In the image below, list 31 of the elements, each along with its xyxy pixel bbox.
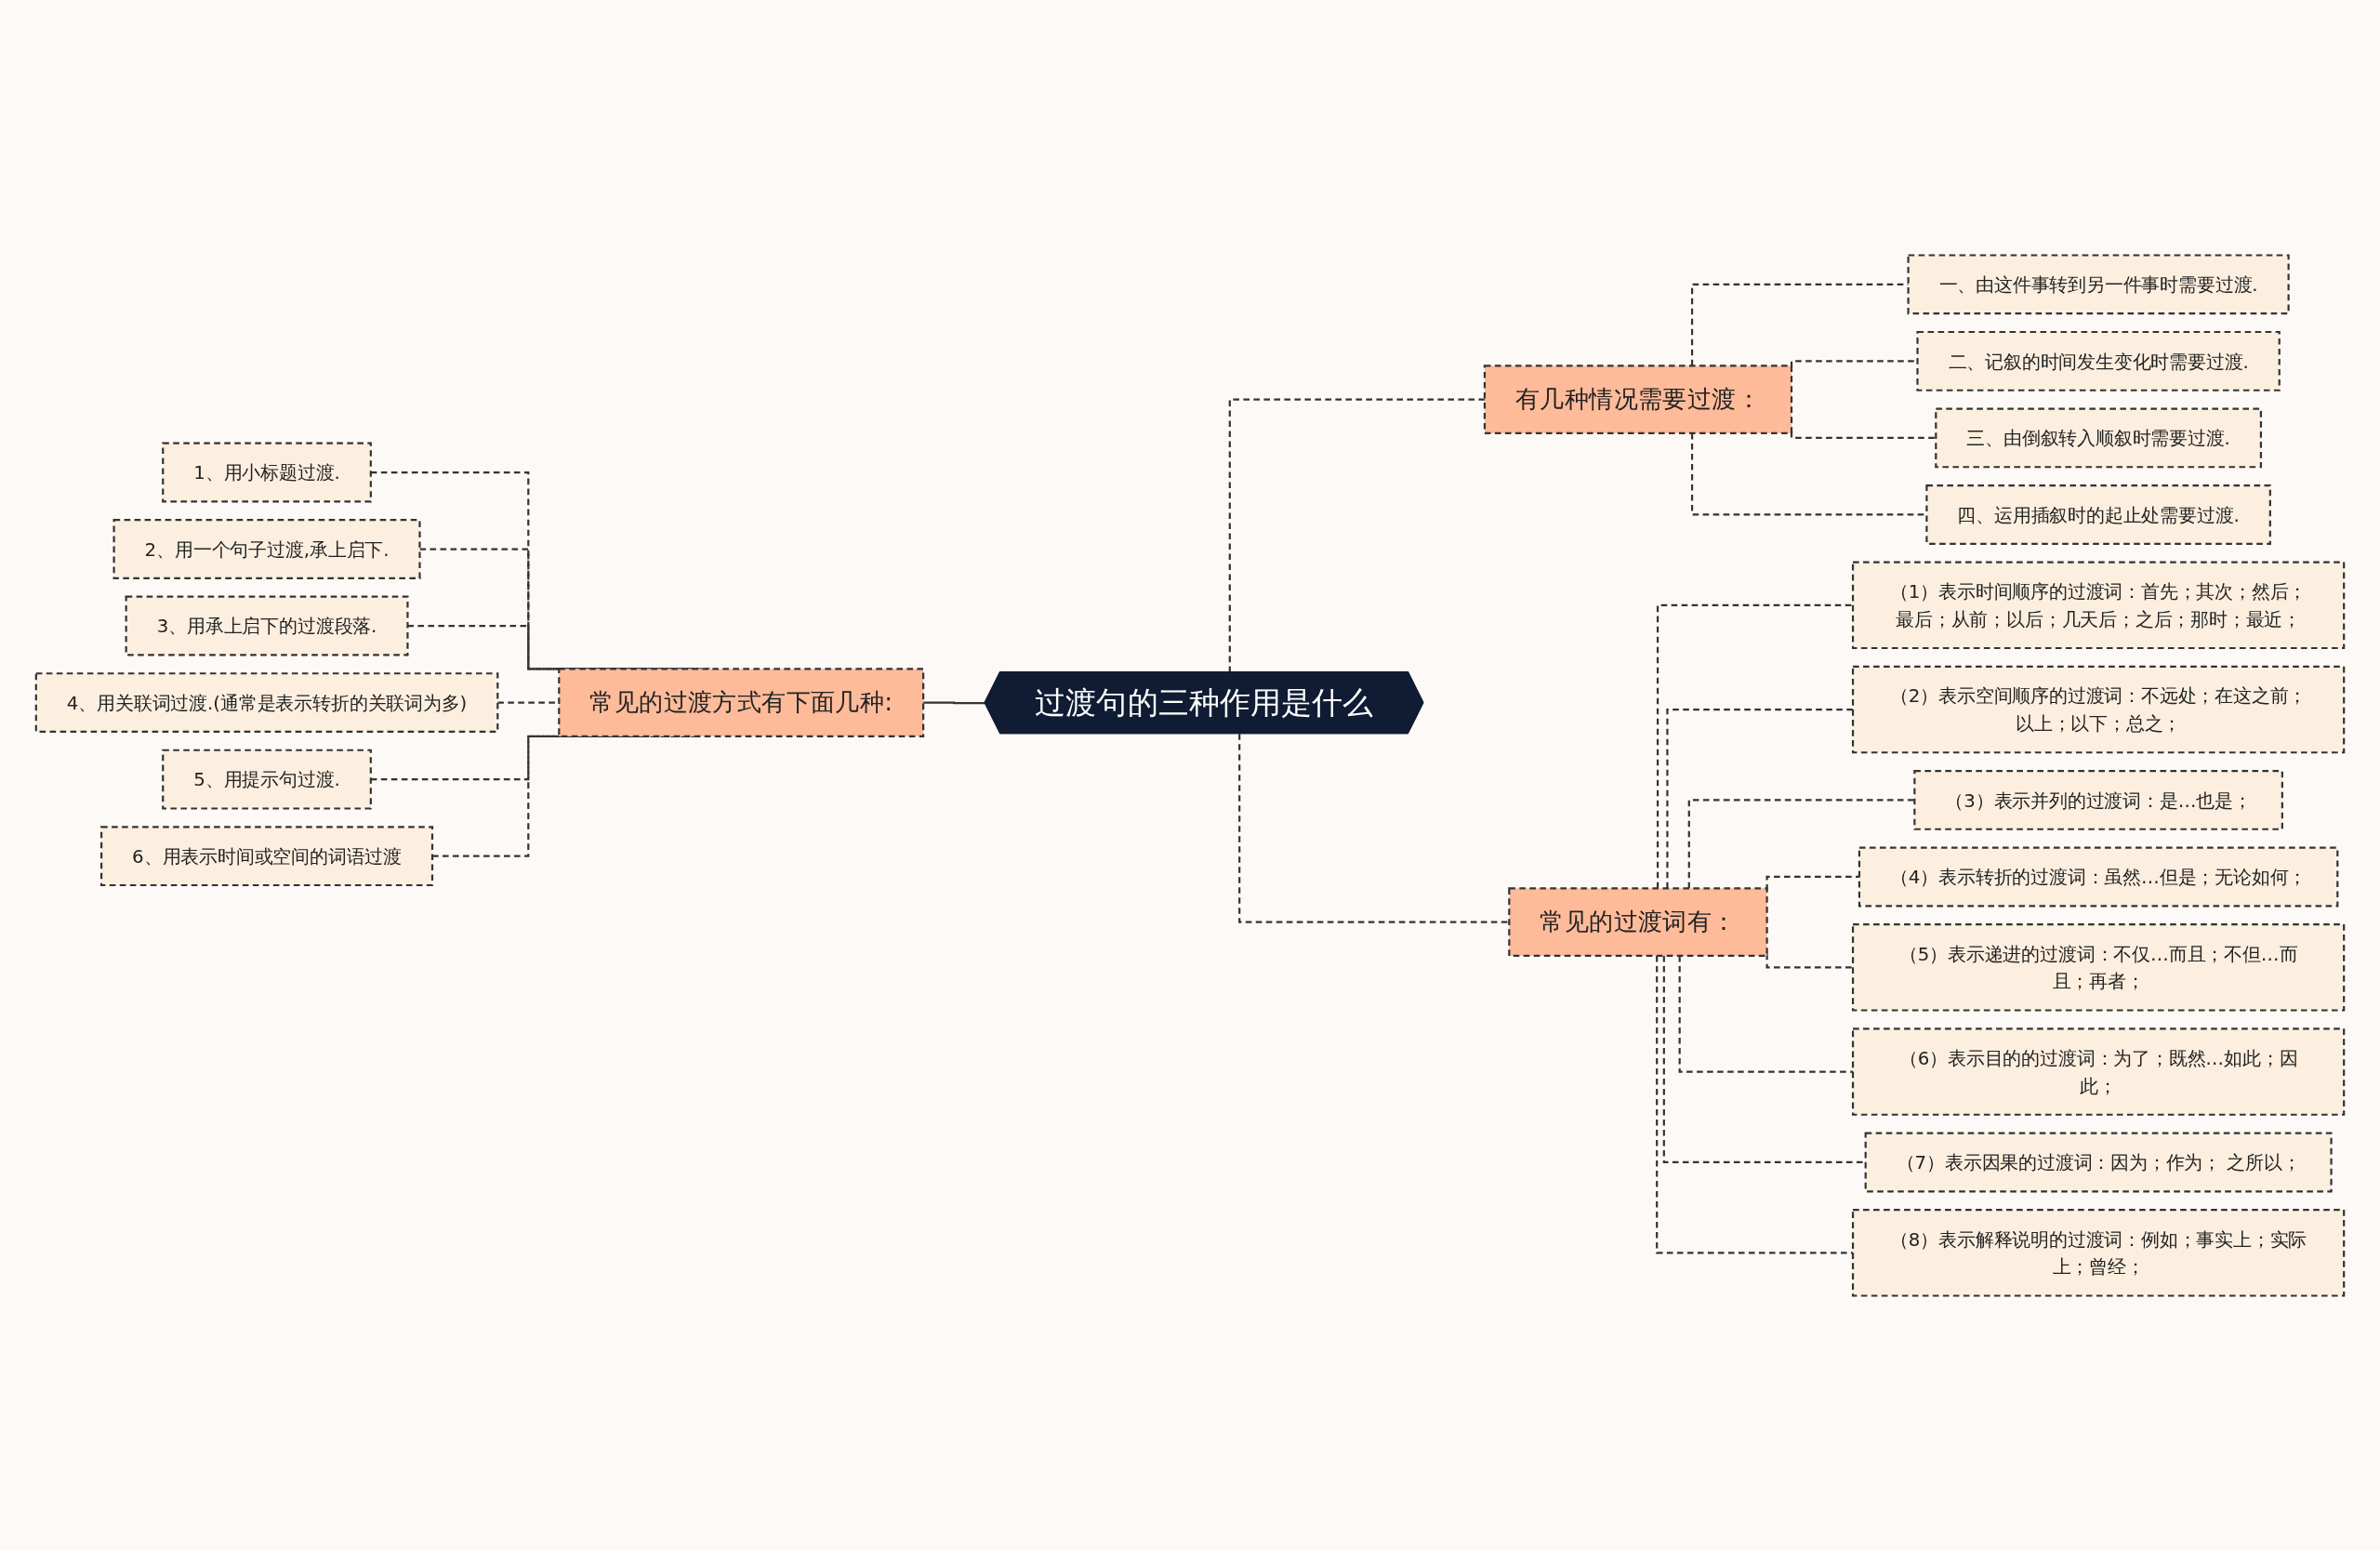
node-box: （7）表示因果的过渡词：因为；作为； 之所以； [1864,1132,2333,1193]
connector [1656,955,1854,1254]
node-box: （6）表示目的的过渡词：为了；既然…如此；因此； [1851,1027,2346,1116]
node-box: 常见的过渡词有： [1508,887,1768,958]
node-box: 三、由倒叙转入顺叙时需要过渡. [1935,407,2263,469]
node-box: 4、用关联词过渡.(通常是表示转折的关联词为多) [34,672,499,734]
connector [1238,734,1510,923]
node-box: （5）表示递进的过渡词：不仅…而且；不但…而且；再者； [1851,923,2346,1012]
connector [1687,799,1915,889]
connector [1790,431,1937,439]
node-box: 一、由这件事转到另一件事时需要过渡. [1907,254,2290,315]
node-box: 5、用提示句过渡. [162,749,372,810]
node-box: 四、运用插叙时的起止处需要过渡. [1925,484,2271,545]
node-box: 3、用承上启下的过渡段落. [125,595,409,656]
node-box: 有几种情况需要过渡： [1483,365,1793,435]
node-box: （2）表示空间顺序的过渡词：不远处；在这之前；以上；以下；总之； [1851,665,2346,754]
node-box: 6、用表示时间或空间的词语过渡 [100,826,434,887]
connector [1662,955,1866,1163]
connector [1657,603,1854,889]
node-box: 常见的过渡方式有下面几种: [558,668,925,737]
node-box: （3）表示并列的过渡词：是…也是； [1913,769,2283,830]
node-box: （1）表示时间顺序的过渡词：首先；其次；然后；最后；从前；以后；几天后；之后；那时；最近； [1851,561,2346,650]
connector [1765,953,1854,969]
connector [1228,398,1485,673]
node-box: （4）表示转折的过渡词：虽然…但是；无论如何； [1858,846,2339,908]
node-box: 1、用小标题过渡. [162,442,372,503]
node-box: 2、用一个句子过渡,承上启下. [112,519,421,579]
node-box: 二、记叙的时间发生变化时需要过渡. [1916,330,2281,391]
node-box: （8）表示解释说明的过渡词：例如；事实上；实际上；曾经； [1851,1209,2346,1297]
connector [1666,708,1854,889]
connector [1678,955,1854,1073]
